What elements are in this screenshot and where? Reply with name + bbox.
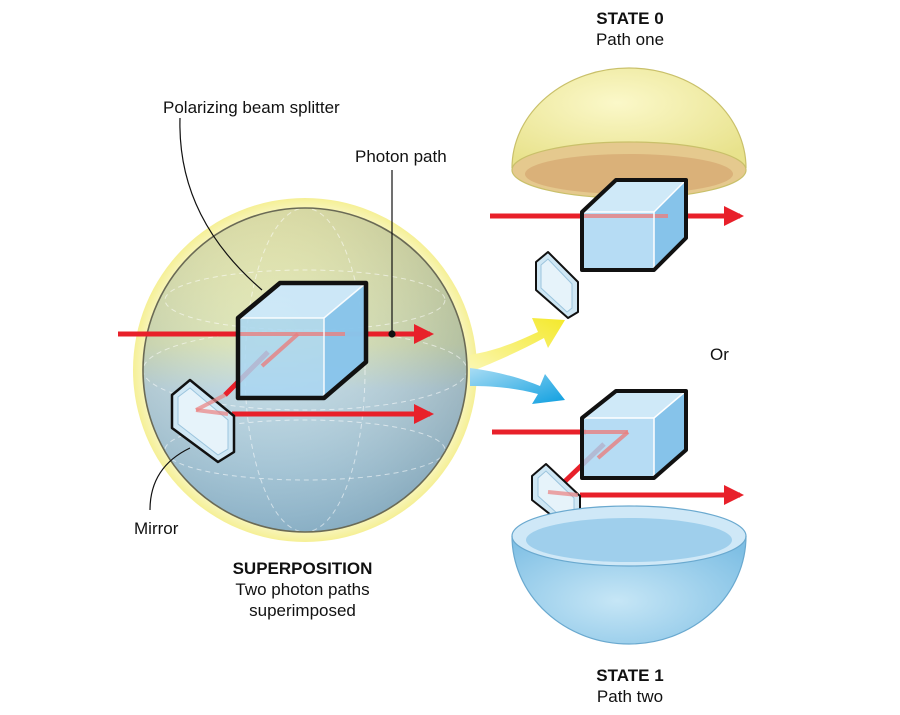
- state1-title: STATE 1: [596, 666, 664, 685]
- beam-splitter-cube-left: [235, 280, 369, 401]
- state0-title: STATE 0: [596, 9, 664, 28]
- beam-splitter-cube-state1: [580, 389, 688, 480]
- state0-subtitle: Path one: [595, 30, 665, 49]
- superposition-title: SUPERPOSITION: [232, 559, 373, 578]
- beam-splitter-cube-state0: [580, 178, 688, 272]
- transition-arrows: [470, 318, 565, 404]
- label-photon-path: Photon path: [355, 147, 447, 166]
- state0-caption: STATE 0 Path one: [560, 8, 700, 50]
- leader-lines: [149, 117, 396, 511]
- superposition-caption: SUPERPOSITION Two photon paths superimpo…: [200, 558, 405, 621]
- state1-bowl: [511, 505, 747, 645]
- mirror-state0: [535, 251, 579, 319]
- label-or: Or: [710, 345, 729, 364]
- state0-dome: [511, 67, 747, 199]
- label-beam-splitter: Polarizing beam splitter: [163, 98, 340, 117]
- state1-caption: STATE 1 Path two: [560, 665, 700, 707]
- state1-subtitle: Path two: [596, 687, 664, 706]
- mirror-left: [170, 378, 236, 464]
- superposition-line2: superimposed: [249, 601, 356, 620]
- label-mirror: Mirror: [134, 519, 179, 538]
- superposition-line1: Two photon paths: [235, 580, 370, 599]
